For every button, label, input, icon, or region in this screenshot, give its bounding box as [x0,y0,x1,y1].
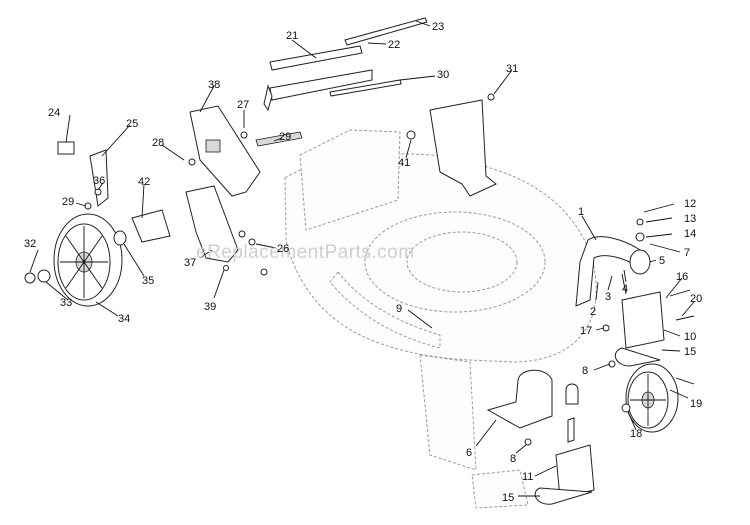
callout-27: 27 [237,99,249,111]
callout-39: 39 [204,301,216,313]
front-pivot-assembly [575,218,695,368]
callout-4: 4 [622,283,628,295]
callout-8a: 8 [582,365,588,377]
callout-17: 17 [580,325,592,337]
callout-18: 18 [630,428,642,440]
callout-23: 23 [432,21,444,33]
callout-33: 33 [60,297,72,309]
callout-7: 7 [684,247,690,259]
callout-13: 13 [684,213,696,225]
callout-12: 12 [684,198,696,210]
callout-31: 31 [506,63,518,75]
callout-11: 11 [522,471,533,483]
callout-32: 32 [24,238,36,250]
rear-height-lever [57,141,171,243]
rear-bracket-right [406,93,497,197]
callout-9: 9 [396,303,402,315]
callout-8b: 8 [510,453,516,465]
callout-29b: 29 [62,196,74,208]
callout-41: 41 [398,157,410,169]
watermark-text: eReplacementParts.com [196,242,415,263]
front-left-caster [486,369,595,505]
callout-35: 35 [142,275,154,287]
callout-16: 16 [676,271,688,283]
callout-25: 25 [126,118,138,130]
callout-26: 26 [277,243,289,255]
callout-34: 34 [118,313,130,325]
callout-3: 3 [605,291,611,303]
callout-22: 22 [388,39,400,51]
callout-1: 1 [578,206,584,218]
mower-deck [284,129,597,509]
callout-6: 6 [466,447,472,459]
left-rear-wheel [24,213,127,307]
callout-29a: 29 [279,131,291,143]
callout-37: 37 [184,257,196,269]
callout-labels: 1 2 3 4 5 6 7 8 8 9 10 11 12 13 14 15 15… [24,21,702,504]
callout-30: 30 [437,69,449,81]
callout-19: 19 [690,398,702,410]
callout-15a: 15 [684,346,696,358]
callout-14: 14 [684,228,696,240]
left-wheel-bracket [185,185,268,276]
callout-42: 42 [138,176,150,188]
callout-38: 38 [208,79,220,91]
rear-axle-assembly [255,17,428,147]
callout-2: 2 [590,306,596,318]
callout-5: 5 [659,255,665,267]
callout-21: 21 [286,30,298,42]
front-right-wheel [621,363,695,433]
callout-36: 36 [93,175,105,187]
callout-24: 24 [48,107,60,119]
height-adjust-plate [188,105,261,197]
callout-20: 20 [690,293,702,305]
callout-28: 28 [152,137,164,149]
callout-10: 10 [684,331,696,343]
leader-lines [29,20,695,497]
callout-15b: 15 [502,492,514,504]
